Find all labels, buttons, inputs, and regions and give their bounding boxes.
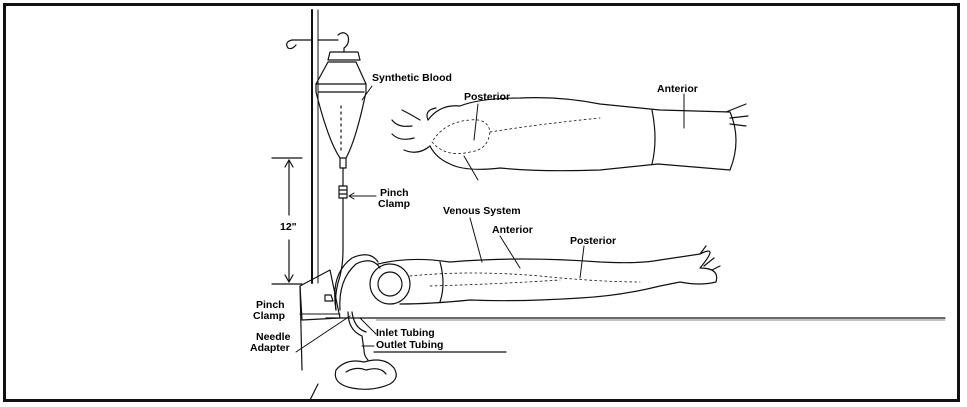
basin bbox=[310, 360, 396, 400]
synthetic-blood-bag bbox=[316, 33, 366, 168]
iv-pole bbox=[287, 10, 338, 283]
venous-system-label: Venous System bbox=[443, 206, 521, 217]
arm-bottom bbox=[370, 246, 720, 304]
pinch-clamp-bottom-label-line2: Clamp bbox=[253, 311, 285, 322]
outlet-tubing-label: Outlet Tubing bbox=[376, 340, 443, 351]
pinch-clamp-top-label-line2: Clamp bbox=[378, 199, 410, 210]
inlet-tubing-label: Inlet Tubing bbox=[376, 328, 435, 339]
stand-base bbox=[300, 270, 340, 370]
leader-lines bbox=[296, 86, 684, 352]
posterior-bottom-label: Posterior bbox=[570, 236, 616, 247]
synthetic-blood-label: Synthetic Blood bbox=[372, 73, 452, 84]
posterior-top-label: Posterior bbox=[464, 92, 510, 103]
needle-adapter-label-line2: Adapter bbox=[250, 343, 290, 354]
anterior-bottom-label: Anterior bbox=[492, 225, 533, 236]
height-label: 12" bbox=[280, 222, 297, 233]
arm-top bbox=[392, 98, 748, 171]
anterior-top-label: Anterior bbox=[657, 84, 698, 95]
